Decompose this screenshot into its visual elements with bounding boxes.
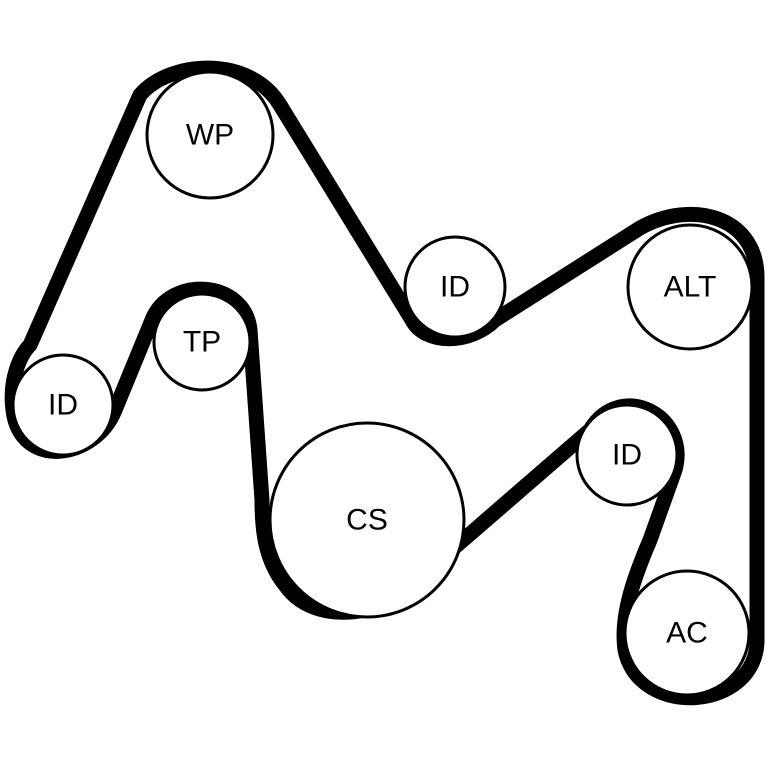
pulley-id-top-circle (403, 235, 507, 339)
pulley-id-right-circle (575, 403, 679, 507)
pulley-cs: CS (268, 421, 466, 619)
pulley-id-left: ID (11, 353, 115, 457)
pulley-id-right-label: ID (612, 439, 642, 472)
pulley-cs-label: CS (346, 504, 388, 537)
pulley-id-top: ID (403, 235, 507, 339)
pulley-ac-circle (623, 569, 751, 697)
pulley-tp-circle (152, 292, 252, 392)
pulley-alt-label: ALT (664, 271, 717, 304)
pulley-alt-circle (626, 223, 754, 351)
pulley-id-left-label: ID (48, 389, 78, 422)
pulley-wp-label: WP (186, 119, 234, 152)
pulley-cs-circle (268, 421, 466, 619)
pulley-id-right: ID (575, 403, 679, 507)
pulley-ac-label: AC (666, 617, 708, 650)
pulley-tp-label: TP (183, 326, 221, 359)
pulley-wp-circle (145, 70, 275, 200)
pulley-wp: WP (145, 70, 275, 200)
pulley-ac: AC (623, 569, 751, 697)
pulley-id-top-label: ID (440, 271, 470, 304)
pulley-alt: ALT (626, 223, 754, 351)
pulley-id-left-circle (11, 353, 115, 457)
pulley-tp: TP (152, 292, 252, 392)
